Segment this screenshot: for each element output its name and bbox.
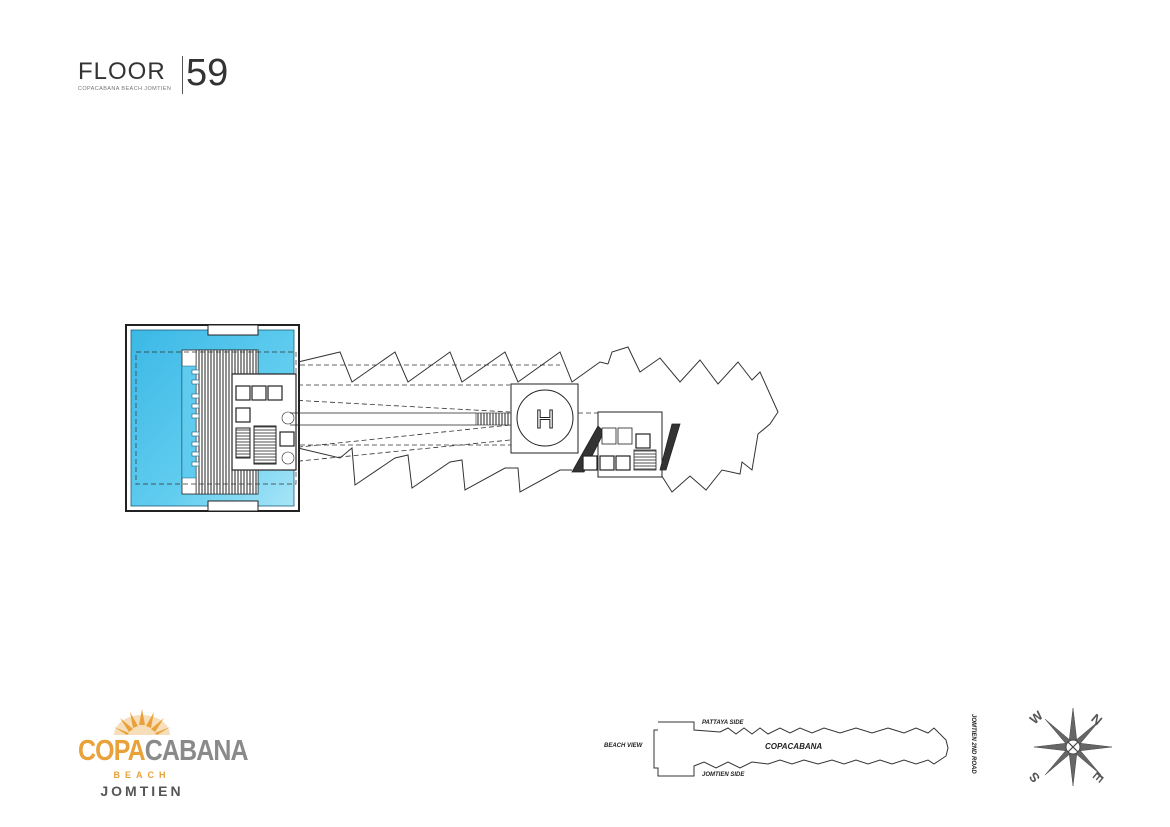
corridor-line-2	[289, 399, 511, 413]
lounger	[191, 379, 200, 385]
logo-beach: BEACH	[113, 770, 171, 780]
lounger	[191, 369, 200, 375]
key-plan-top-label: PATTAYA SIDE	[702, 720, 744, 726]
south-wing-edge	[297, 446, 572, 493]
stair-core	[253, 425, 277, 465]
logo-cabana: CABANA	[144, 735, 249, 767]
logo-copa: COPA	[78, 735, 146, 767]
logo-jomtien: JOMTIEN	[100, 783, 184, 799]
lounger	[191, 461, 200, 467]
lounger	[191, 441, 200, 447]
pool-cutout-top	[207, 324, 259, 336]
east-stair	[633, 449, 657, 471]
lift-3	[267, 385, 283, 401]
lift-2	[251, 385, 267, 401]
sun-icon	[114, 709, 170, 735]
key-plan-left-label: BEACH VIEW	[604, 743, 643, 749]
core-west	[231, 373, 297, 471]
lounger	[191, 451, 200, 457]
key-plan-bottom-label: JOMTIEN SIDE	[702, 772, 745, 778]
east-lift-2	[599, 455, 615, 471]
east-wing-outline	[599, 346, 779, 493]
corridor-line-4	[289, 439, 511, 463]
corridor-line-3	[289, 424, 511, 449]
east-room	[601, 427, 617, 445]
copacabana-logo: COPACABANA BEACH JOMTIEN	[74, 707, 249, 803]
east-room	[617, 427, 633, 445]
header-divider	[182, 56, 183, 94]
lounger	[191, 403, 200, 409]
floor-label: FLOOR	[78, 58, 166, 85]
floor-subtitle: COPACABANA BEACH JOMTIEN	[78, 86, 172, 92]
lift-1	[235, 385, 251, 401]
core-east	[571, 411, 681, 478]
north-wing-edge	[297, 351, 609, 383]
door-swing	[281, 411, 295, 425]
core-east-wedge-right	[659, 423, 681, 471]
tower-wing-outline	[297, 346, 779, 493]
pool-loungers	[191, 369, 200, 467]
lift-4	[235, 407, 251, 423]
helipad: H	[510, 383, 579, 454]
lounger	[191, 413, 200, 419]
lounger	[191, 431, 200, 437]
stair-core-2	[235, 427, 251, 459]
floor-number: 59	[186, 52, 229, 94]
helipad-circle	[516, 389, 574, 447]
east-lift-4	[635, 433, 651, 449]
logo-wordmark: COPACABANA	[78, 735, 249, 768]
key-plan-center-label: COPACABANA	[765, 742, 823, 751]
walkway-hatch	[475, 412, 513, 426]
pool-cutout-bottom	[207, 500, 259, 512]
east-lift-3	[615, 455, 631, 471]
key-plan-road-label: JOMTIEN 2ND ROAD	[970, 714, 976, 774]
lift-5	[279, 431, 295, 447]
compass-icon	[1033, 707, 1113, 787]
lounger	[191, 393, 200, 399]
helipad-label: H	[536, 404, 555, 434]
east-lift-1	[582, 455, 598, 471]
door-swing	[281, 451, 295, 465]
